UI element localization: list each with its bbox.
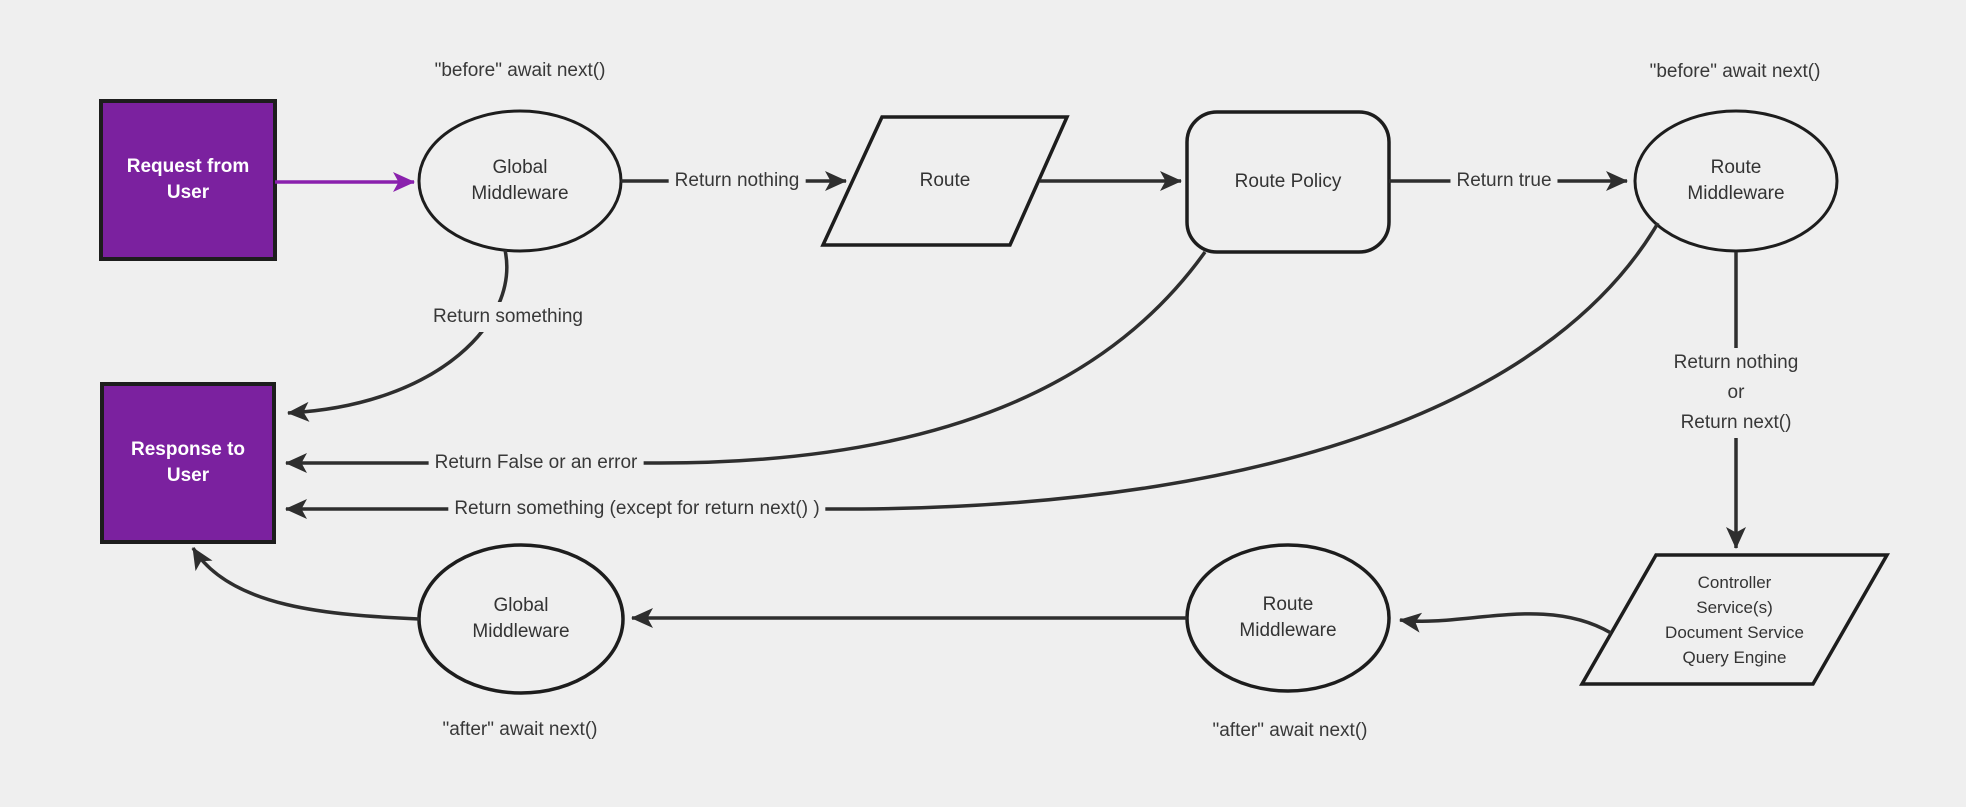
- global-middleware-bottom-ellipse: [417, 543, 625, 695]
- route-parallelogram: [820, 115, 1070, 247]
- route-policy-box: [1185, 110, 1391, 254]
- route-middleware-bottom-ellipse: [1185, 543, 1391, 693]
- edge-global-mw-return-something: [287, 249, 509, 422]
- request-from-user-box: [99, 99, 277, 261]
- edge-route-mw-return-something-except: [285, 222, 1660, 519]
- response-to-user-box: [100, 382, 276, 544]
- edge-controller-to-route-mw-bottom: [1399, 612, 1612, 635]
- edge-route-policy-return-false: [285, 250, 1207, 473]
- edge-global-mw-bottom-to-response: [191, 547, 420, 621]
- route-middleware-top-ellipse: [1633, 109, 1839, 253]
- global-middleware-top-ellipse: [417, 109, 623, 253]
- controller-parallelogram: [1578, 553, 1891, 686]
